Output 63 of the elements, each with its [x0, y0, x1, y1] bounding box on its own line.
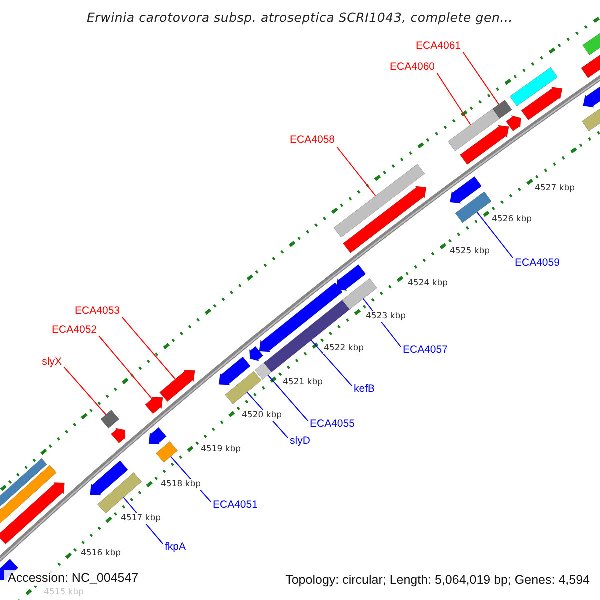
gene-bar: [492, 100, 512, 119]
gene-bar: [156, 442, 178, 463]
leader-line: [64, 366, 107, 416]
gene-label: ECA4055: [310, 417, 355, 431]
scale-label: 4526 kbp: [491, 214, 534, 226]
gene-label: ECA4051: [213, 498, 258, 512]
scale-label: 4520 kbp: [241, 410, 284, 422]
leader-line: [462, 52, 500, 106]
gene-bar: [249, 346, 264, 362]
gene-bar: [90, 460, 128, 496]
gene-bar: [111, 428, 126, 444]
gene-bar: [334, 164, 426, 238]
scale-label: 4521 kbp: [282, 378, 324, 388]
leader-line: [336, 146, 376, 196]
title: Erwinia carotovora subsp. atroseptica SCRI1043, complete gen...: [86, 10, 514, 25]
gene-label: ECA4061: [416, 39, 461, 53]
gene-bar: [521, 87, 563, 121]
scale-label: 4516 kbp: [80, 548, 122, 560]
gene-label: ECA4057: [403, 343, 448, 357]
gene-bar: [506, 116, 522, 132]
gene-label: kefB: [354, 382, 376, 396]
scale-label: 4524 kbp: [407, 278, 450, 290]
gene-bar: [100, 410, 120, 429]
gene-label: ECA4052: [52, 323, 97, 337]
gene-label: fkpA: [165, 540, 186, 554]
gene-bar: [218, 356, 251, 386]
gene-label: ECA4060: [390, 60, 435, 74]
gene-bar: [148, 427, 167, 445]
scale-label: 4522 kbp: [323, 344, 366, 354]
gene-bar: [336, 264, 366, 291]
scale-label: 4517 kbp: [120, 514, 162, 524]
gene-bar: [455, 192, 492, 224]
scale-label: 4518 kbp: [160, 480, 202, 490]
gene-bar: [448, 108, 501, 152]
gene-label: slyX: [42, 355, 62, 369]
scale-label: 4515 kbp: [43, 588, 86, 598]
leader-line: [436, 72, 472, 126]
gene-label: ECA4059: [515, 256, 560, 270]
leader-line: [268, 374, 308, 422]
gene-bar: [343, 186, 427, 254]
gene-bar: [160, 370, 196, 402]
gene-bar: [460, 125, 510, 165]
leader-line: [476, 212, 514, 258]
genome-info-label: Topology: circular; Length: 5,064,019 bp; Genes: 4,594: [286, 572, 590, 588]
gene-bar: [0, 482, 65, 545]
scale-label: 4527 kbp: [534, 184, 576, 194]
gene-bar: [450, 176, 482, 204]
gene-bar: [0, 465, 57, 524]
scale-label: 4525 kbp: [449, 246, 492, 258]
gene-bar: [510, 67, 558, 107]
gene-bar: [225, 371, 262, 404]
gene-bar: [259, 282, 343, 352]
gene-label: slyD: [290, 434, 310, 448]
gene-bar: [98, 472, 142, 514]
scale-label: 4523 kbp: [365, 312, 408, 322]
leader-line: [98, 336, 153, 400]
gene-bar: [342, 278, 378, 310]
leader-line: [310, 340, 352, 386]
leader-line: [122, 316, 176, 380]
gene-label: ECA4058: [290, 133, 335, 147]
gene-label: ECA4053: [75, 304, 120, 318]
gene-bar: [145, 397, 164, 414]
scale-label: 4519 kbp: [200, 444, 242, 456]
